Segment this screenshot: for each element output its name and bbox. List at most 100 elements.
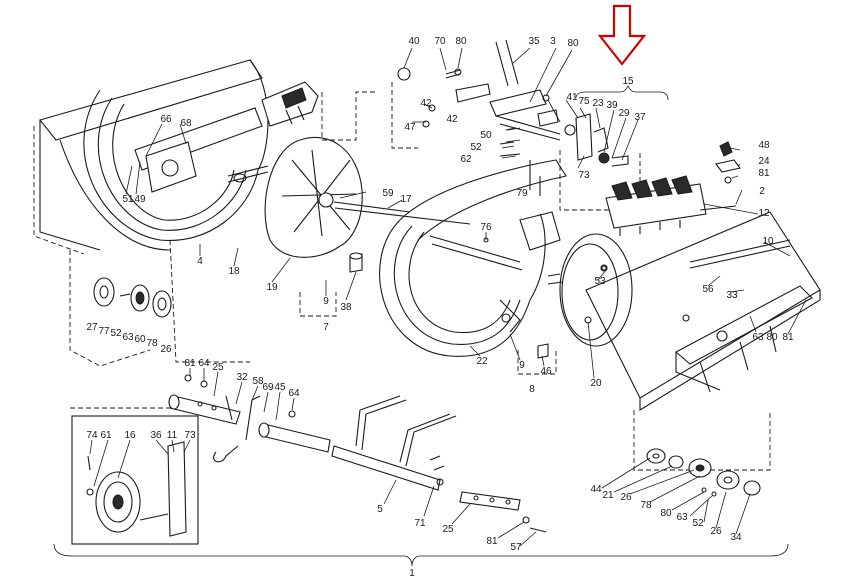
part-label: 9	[323, 296, 329, 307]
part-label: 52	[110, 328, 122, 339]
part-label: 42	[420, 98, 432, 109]
part-label: 25	[212, 362, 224, 373]
detail-inset	[71, 415, 199, 545]
part-label: 33	[726, 290, 738, 301]
part-label: 19	[266, 282, 278, 293]
part-label: 24	[758, 156, 770, 167]
part-label: 52	[470, 142, 482, 153]
part-label: 17	[400, 194, 412, 205]
part-label: 26	[160, 344, 172, 355]
part-label: 44	[590, 484, 602, 495]
tine-bar	[605, 175, 737, 236]
part-label: 80	[567, 38, 579, 49]
part-label: 66	[160, 114, 172, 125]
part-label: 79	[516, 188, 528, 199]
part-label: 56	[702, 284, 714, 295]
part-label: 59	[382, 188, 394, 199]
part-label: 75	[578, 96, 590, 107]
fan-housing-right	[585, 211, 821, 411]
part-label: 5	[377, 504, 383, 515]
part-label: 18	[228, 266, 240, 277]
part-label: 42	[446, 114, 458, 125]
part-label: 32	[236, 372, 248, 383]
part-label: 7	[323, 322, 329, 333]
down-arrow-icon	[597, 4, 647, 66]
part-label: 58	[252, 376, 264, 387]
part-label: 4	[197, 256, 203, 267]
rotor-disc-right	[547, 233, 633, 347]
part-label: 78	[640, 500, 652, 511]
part-label: 35	[528, 36, 540, 47]
part-label: 50	[480, 130, 492, 141]
part-label: 81	[184, 358, 196, 369]
part-label: 81	[486, 536, 498, 547]
part-label: 1	[409, 568, 415, 579]
part-label: 37	[634, 112, 646, 123]
part-label: 15	[622, 76, 634, 87]
part-label: 46	[540, 366, 552, 377]
part-label: 80	[455, 36, 467, 47]
part-label: 39	[606, 100, 618, 111]
part-label: 49	[134, 194, 146, 205]
part-label: 3	[550, 36, 556, 47]
assembly-brace-1	[53, 543, 789, 567]
part-label: 8	[529, 384, 535, 395]
part-label: 47	[404, 122, 416, 133]
bearing-set-right	[646, 448, 761, 497]
part-label: 76	[480, 222, 492, 233]
part-number-labels: 40 70 80 35 3 80 15 42 47 41 75 23 39 29…	[86, 36, 794, 579]
linkage-bar	[331, 395, 457, 491]
part-label: 70	[434, 36, 446, 47]
part-label: 16	[124, 430, 136, 441]
bearing-set-left	[93, 277, 172, 318]
part-label: 57	[510, 542, 522, 553]
part-label: 40	[408, 36, 420, 47]
part-label: 11	[167, 430, 178, 441]
rotor-disc-left	[264, 136, 471, 258]
part-label: 29	[618, 108, 630, 119]
part-label: 52	[692, 518, 704, 529]
mid-hardware	[349, 237, 607, 359]
assembly-brace-15	[575, 85, 669, 101]
part-label: 51	[122, 194, 134, 205]
part-label: 77	[98, 326, 110, 337]
part-label: 20	[590, 378, 602, 389]
part-label: 64	[198, 358, 210, 369]
part-label: 9	[519, 360, 525, 371]
part-label: 80	[766, 332, 778, 343]
part-label: 69	[262, 382, 274, 393]
part-label: 73	[578, 170, 590, 181]
part-label: 41	[566, 92, 578, 103]
auger-housing-left	[39, 59, 319, 251]
part-label: 36	[150, 430, 162, 441]
part-label: 81	[758, 168, 770, 179]
part-label: 38	[340, 302, 352, 313]
part-label: 25	[442, 524, 454, 535]
part-label: 81	[782, 332, 794, 343]
part-label: 22	[476, 356, 488, 367]
part-label: 26	[620, 492, 632, 503]
part-label: 61	[100, 430, 112, 441]
part-label: 53	[594, 276, 606, 287]
part-label: 2	[759, 186, 765, 197]
leader-lines	[89, 47, 807, 547]
part-label: 21	[602, 490, 614, 501]
part-label: 10	[762, 236, 774, 247]
part-label: 74	[86, 430, 98, 441]
part-label: 73	[184, 430, 196, 441]
part-label: 48	[758, 140, 770, 151]
part-label: 45	[274, 382, 286, 393]
part-label: 63	[752, 332, 764, 343]
part-label: 63	[676, 512, 688, 523]
arm-bracket-left	[168, 374, 331, 463]
part-label: 64	[288, 388, 300, 399]
part-label: 12	[758, 208, 770, 219]
top-hardware	[397, 39, 629, 196]
bracket-bottom	[459, 491, 547, 533]
part-label: 27	[86, 322, 98, 333]
assembly-outlines	[33, 82, 771, 471]
part-label: 23	[592, 98, 604, 109]
right-top-hardware	[715, 141, 741, 184]
part-label: 68	[180, 118, 192, 129]
part-label: 62	[460, 154, 472, 165]
